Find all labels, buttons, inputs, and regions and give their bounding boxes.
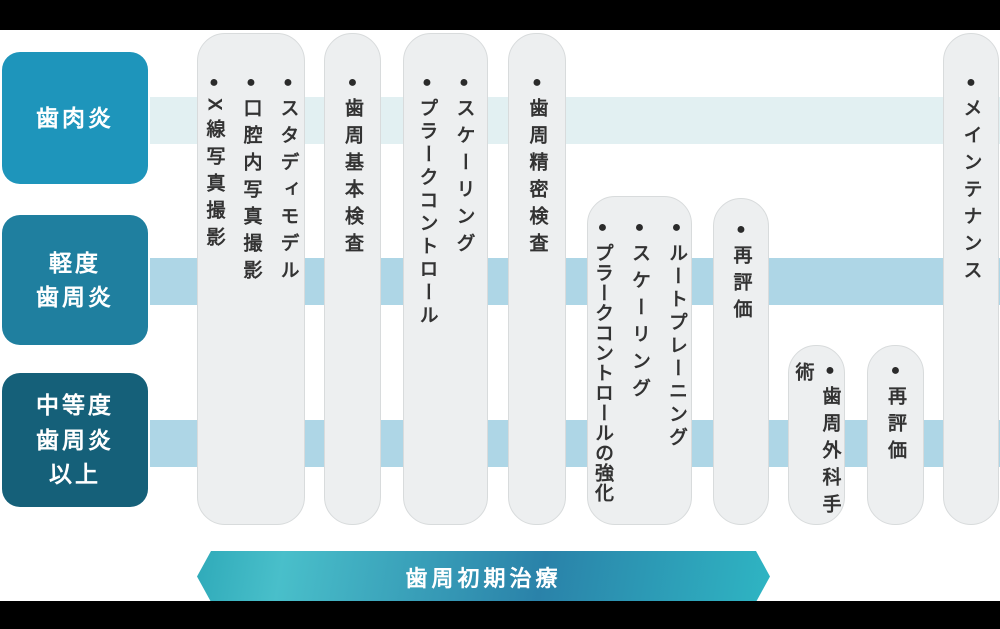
treatment-item-label: 口腔内写真撮影: [240, 98, 262, 287]
treatment-item-label: スタディモデル: [277, 98, 299, 287]
bullet-icon: ●: [594, 219, 611, 236]
treatment-pill-reevaluation-1: ● 再評価: [713, 198, 769, 525]
treatment-item-label: 歯周基本検査: [342, 98, 363, 260]
treatment-item: ● スケーリング: [451, 74, 478, 328]
treatment-item: ● X線写真撮影: [201, 74, 228, 287]
treatment-item-label: X線写真撮影: [203, 98, 225, 254]
bullet-icon: ●: [205, 74, 223, 91]
bullet-icon: ●: [418, 74, 436, 91]
treatment-item-label: 再評価: [885, 386, 906, 467]
treatment-item: ● メインテナンス: [958, 74, 985, 287]
letterbox-top: [0, 0, 1000, 30]
treatment-item: ● プラークコントロールの強化: [589, 219, 616, 503]
treatment-item: ● 歯周精密検査: [524, 74, 551, 260]
treatment-pill-reevaluation-2: ● 再評価: [867, 345, 924, 525]
bullet-icon: ●: [242, 74, 260, 91]
stage-box-mild-periodontitis: 軽度 歯周炎: [2, 215, 148, 345]
stage-box-gingivitis: 歯肉炎: [2, 52, 148, 184]
treatment-item: ● 歯周基本検査: [339, 74, 366, 260]
treatment-item-label: プラークコントロール: [416, 98, 438, 328]
treatment-item: ● 口腔内写真撮影: [238, 74, 265, 287]
treatment-item: ● 再評価: [882, 362, 909, 467]
stage-box-moderate-periodontitis: 中等度 歯周炎 以上: [2, 373, 148, 507]
bullet-icon: ●: [631, 219, 648, 236]
bullet-icon: ●: [887, 362, 904, 379]
bullet-icon: ●: [668, 219, 685, 236]
bullet-icon: ●: [732, 221, 750, 238]
treatment-item-label: スケーリング: [453, 98, 475, 260]
treatment-item: ● スケーリング: [626, 219, 653, 503]
treatment-pill-maintenance: ● メインテナンス: [943, 33, 999, 525]
treatment-item-label: 再評価: [730, 245, 752, 326]
treatment-item: ● ルートプレーニング: [663, 219, 690, 503]
treatment-pill-root-planing: ● ルートプレーニング ● スケーリング ● プラークコントロールの強化: [587, 196, 692, 525]
treatment-item-label: スケーリング: [629, 243, 650, 405]
bullet-icon: ●: [279, 74, 297, 91]
treatment-item-label: プラークコントロールの強化: [592, 243, 613, 503]
initial-treatment-banner: 歯周初期治療: [197, 551, 770, 602]
bullet-icon: ●: [821, 362, 839, 379]
treatment-item-label: 歯周外科手術: [792, 362, 841, 521]
treatment-item: ● スタディモデル: [275, 74, 302, 287]
treatment-item-label: 歯周精密検査: [526, 98, 548, 260]
bullet-icon: ●: [962, 74, 980, 91]
treatment-item: ●歯周外科手術: [790, 362, 844, 524]
bullet-icon: ●: [344, 74, 361, 91]
treatment-item: ● 再評価: [728, 221, 755, 326]
initial-treatment-banner-label: 歯周初期治療: [405, 565, 562, 591]
letterbox-bottom: [0, 601, 1000, 629]
treatment-pill-basic-exam: ● 歯周基本検査: [324, 33, 381, 525]
treatment-pill-records: ● スタディモデル ● 口腔内写真撮影 ● X線写真撮影: [197, 33, 305, 525]
bullet-icon: ●: [528, 74, 546, 91]
treatment-item-label: メインテナンス: [960, 98, 982, 287]
treatment-item-label: ルートプレーニング: [666, 243, 687, 450]
bullet-icon: ●: [455, 74, 473, 91]
treatment-pill-periodontal-surgery: ●歯周外科手術: [788, 345, 845, 525]
treatment-item: ● プラークコントロール: [414, 74, 441, 328]
treatment-pill-scaling-plaque-control: ● スケーリング ● プラークコントロール: [403, 33, 488, 525]
treatment-pill-detailed-exam: ● 歯周精密検査: [508, 33, 566, 525]
